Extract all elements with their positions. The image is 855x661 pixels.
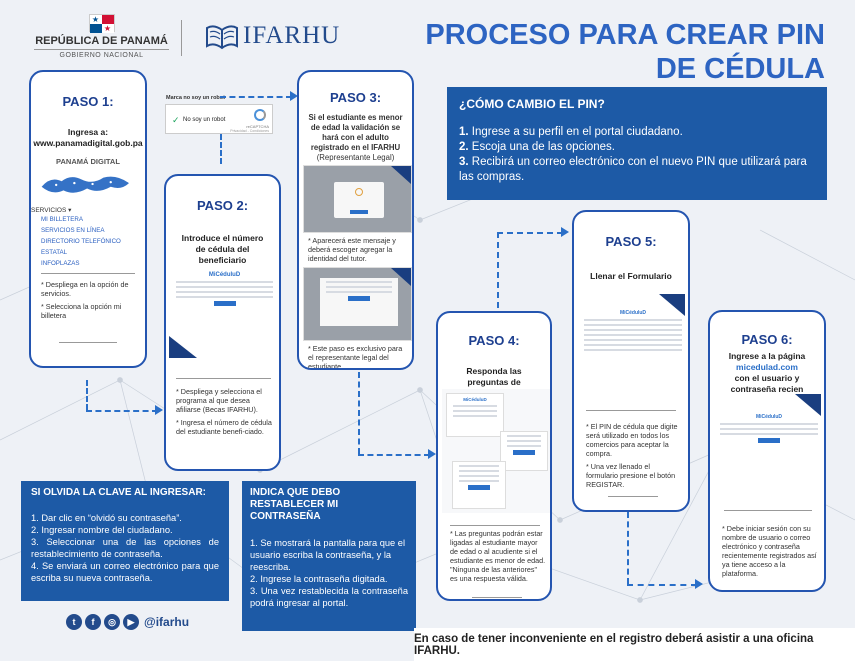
paso4-screenshot: MiCéduluD [442,389,550,513]
restablecer-title: INDICA QUE DEBO RESTABLECER MI CONTRASEÑ… [250,487,341,522]
ifarhu-logo: IFARHU [205,22,340,50]
captcha-widget[interactable]: ✓ No soy un robot reCAPTCHA Privacidad -… [165,104,273,134]
paso2-note: * Despliega y selecciona el programa al … [176,387,262,414]
youtube-icon[interactable]: ▶ [123,614,139,630]
paso1-note: * Selecciona la opción mi billetera [41,302,122,320]
olvida-clave-box: SI OLVIDA LA CLAVE AL INGRESAR: 1. Dar c… [21,481,229,601]
ifarhu-wordmark: IFARHU [243,22,341,49]
twitter-icon[interactable]: t [66,614,82,630]
paso5-note: * Una vez llenado el formulario presione… [586,462,676,489]
gobierno-logo: ★★ REPÚBLICA DE PANAMÁ GOBIERNO NACIONAL [34,14,169,59]
paso5-title: PASO 5: [605,234,657,249]
paso3-card: PASO 3: Si el estudiante es menor de eda… [297,70,414,370]
menu-item[interactable]: MI BILLETERA [41,216,83,223]
paso2-note: * Ingresa el número de cédula del estudi… [176,418,272,436]
facebook-icon[interactable]: f [85,614,101,630]
cambio-pin-item: 3. Recibirá un correo electrónico con el… [459,156,807,183]
cambio-pin-box: ¿CÓMO CAMBIO EL PIN? 1. Ingrese a su per… [447,87,827,200]
footer-note: En caso de tener inconveniente en el reg… [414,628,855,661]
gov-title: REPÚBLICA DE PANAMÁ [35,35,168,47]
paso1-title: PASO 1: [62,94,114,109]
arrow-right-icon [561,227,569,237]
deco-triangle [169,336,197,358]
restablecer-item: 2. Ingrese la contraseña digitada. [250,574,388,584]
connector [220,134,222,164]
paso6-card: PASO 6: Ingrese a la página micedulad.co… [708,310,826,592]
olvida-item: 4. Se enviará un correo electrónico para… [31,561,219,583]
paso6-link[interactable]: micedulad.com [736,362,798,372]
paso6-note: * Debe iniciar sesión con su nombre de u… [722,524,817,578]
cambio-pin-title: ¿CÓMO CAMBIO EL PIN? [459,97,605,111]
olvida-item: 1. Dar clic en “olvidó su contraseña”. [31,513,182,523]
restablecer-box: INDICA QUE DEBO RESTABLECER MI CONTRASEÑ… [242,481,416,631]
recaptcha-icon [254,109,266,121]
paso2-title: PASO 2: [196,198,249,213]
connector [627,512,629,584]
panama-flag-icon: ★★ [88,14,115,33]
deco-triangle [795,394,821,416]
paso1-note: * Despliega en la opción de servicios. [41,280,129,298]
cambio-pin-item: 2. Escoja una de las opciones. [459,141,616,153]
deco-triangle [659,294,685,316]
paso1-url[interactable]: www.panamadigital.gob.pa [33,138,143,148]
connector [358,454,430,456]
check-icon: ✓ [172,115,180,125]
paso3-screenshot-modal [303,165,412,233]
social-bar: t f ◎ ▶ @ifarhu [66,614,189,630]
paso1-ingresa: Ingresa a: [67,127,109,137]
paso5-note: * El PIN de cédula que digite será utili… [586,422,678,458]
servicios-list: MI BILLETERA SERVICIOS EN LÍNEA DIRECTOR… [41,214,145,269]
olvida-item: 3. Seleccionar una de las opciones de re… [31,537,219,559]
arrow-right-icon [695,579,703,589]
captcha-terms: Privacidad - Condiciones [230,129,269,133]
paso4-note: * Las preguntas podrán estar ligadas al … [450,529,546,583]
paso1-card: PASO 1: Ingresa a: www.panamadigital.gob… [29,70,147,368]
connector [358,372,360,454]
paso5-heading: Llenar el Formulario [590,271,672,281]
connector [497,232,499,308]
social-handle[interactable]: @ifarhu [144,615,190,629]
restablecer-item: 3. Una vez restablecida la contraseña po… [250,586,408,608]
servicios-menu[interactable]: SERVICIOS ▾ [31,207,72,214]
captcha-label: No soy un robot [183,117,226,123]
paso2-heading: Introduce el número de cédula del benefi… [181,233,264,265]
paso3-title: PASO 3: [329,90,382,105]
book-icon [206,25,238,50]
connector [627,584,697,586]
restablecer-item: 1. Se mostrará la pantalla para que el u… [250,538,406,572]
olvida-item: 2. Ingresar nombre del ciudadano. [31,525,173,535]
olvida-title: SI OLVIDA LA CLAVE AL INGRESAR: [31,487,207,498]
arrow-right-icon [428,449,436,459]
page-title: PROCESO PARA CREAR PIN DE CÉDULA [425,19,825,85]
panama-digital-brand: PANAMÁ DIGITAL [56,157,120,166]
paso6-title: PASO 6: [741,332,793,347]
paso4-title: PASO 4: [468,333,520,348]
connector [86,380,88,410]
menu-item[interactable]: SERVICIOS EN LÍNEA [41,227,105,234]
paso3-note: * Aparecerá este mensaje y deberá escoge… [308,236,396,263]
gov-subtitle: GOBIERNO NACIONAL [34,49,169,59]
paso3-screenshot-form [303,267,412,341]
logo-divider [181,20,182,56]
panama-map-icon [41,176,129,193]
paso3-heading: Si el estudiante es menor de edad la val… [308,113,403,162]
paso2-card: PASO 2: Introduce el número de cédula de… [164,174,281,471]
menu-item[interactable]: DIRECTORIO TELEFÓNICO ESTATAL [41,238,121,256]
arrow-right-icon [290,91,298,101]
caret-down-icon: ▾ [68,207,72,214]
paso4-card: PASO 4: Responda las preguntas de seguri… [436,311,552,601]
cambio-pin-item: 1. Ingrese a su perfil en el portal ciud… [459,126,683,138]
captcha-brand: reCAPTCHA [246,124,269,129]
connector [220,96,292,98]
arrow-right-icon [155,405,163,415]
paso3-note: * Este paso es exclusivo para el represe… [308,344,403,370]
instagram-icon[interactable]: ◎ [104,614,120,630]
captcha-caption: Marca no soy un robot [166,95,225,101]
menu-item[interactable]: INFOPLAZAS [41,260,80,267]
connector [497,232,563,234]
connector [86,410,158,412]
paso5-card: PASO 5: Llenar el Formulario MiCéduluD *… [572,210,690,512]
warning-icon [355,188,363,196]
